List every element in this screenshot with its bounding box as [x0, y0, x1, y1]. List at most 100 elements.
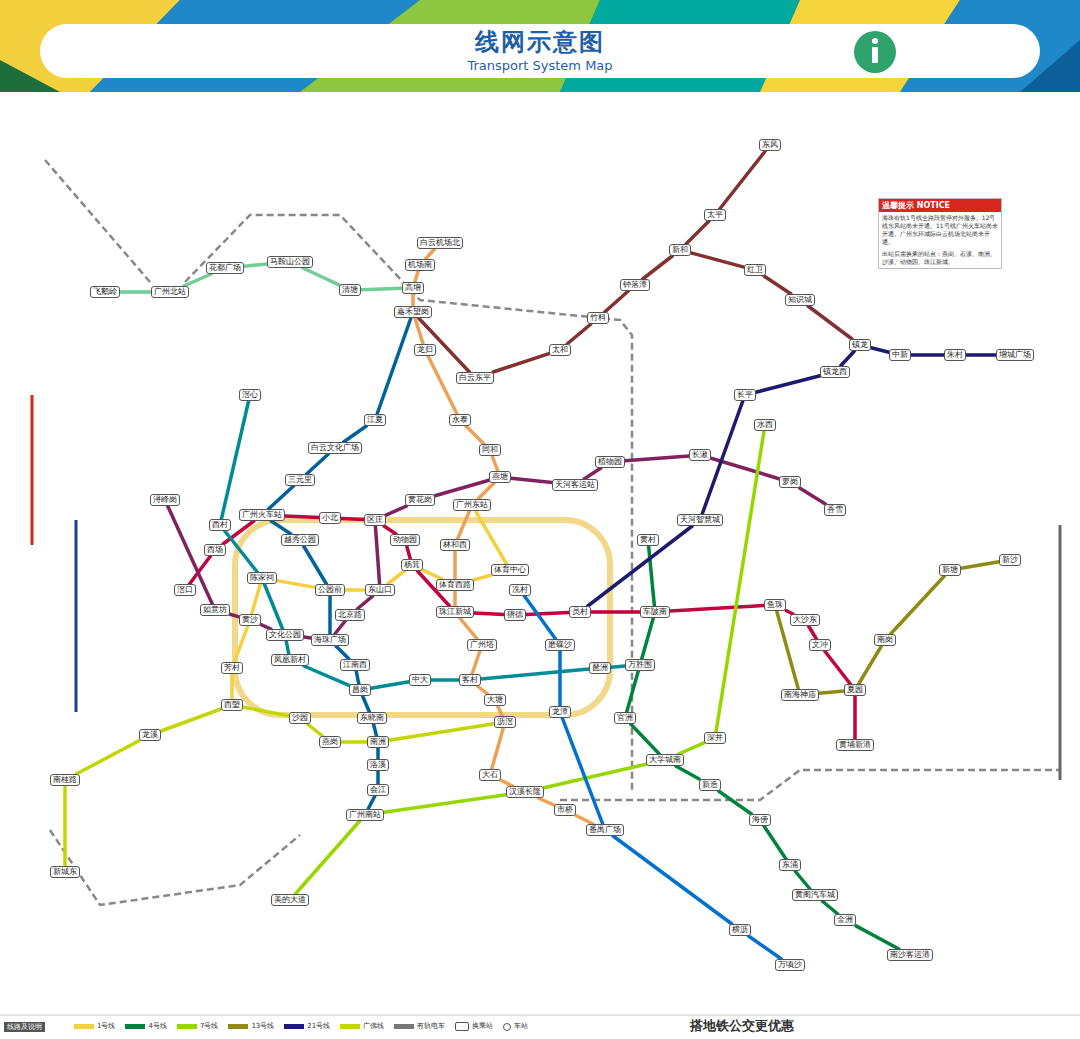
metro-line [341, 519, 364, 520]
station-name: 动物园 [393, 535, 417, 544]
station-label: 白云文化广场 [308, 442, 362, 454]
station-label: 中大 [409, 674, 431, 686]
station-name: 燕塘 [492, 472, 508, 481]
station-label: 南海神庙 [781, 689, 819, 701]
station-name: 龙归 [417, 345, 433, 354]
metro-line [809, 626, 817, 639]
metro-line [120, 290, 151, 294]
station-label: 官洲 [614, 712, 636, 724]
legend-text: 1号线 [97, 1022, 115, 1031]
station-name: 高增 [405, 283, 421, 292]
station-label: 广州北站 [151, 286, 189, 298]
metro-line [304, 635, 311, 639]
metro-line [341, 740, 367, 744]
station-name: 白云东平 [459, 373, 491, 382]
station-name: 珠江新城 [439, 607, 471, 616]
station-name: 黄花岗 [408, 495, 432, 504]
notice-text: 出站后需换乘的站点：燕岗、石溪、南洲、沙溪、动物园、珠江新城。 [879, 248, 1001, 268]
station-name: 机场南 [408, 260, 432, 269]
station-label: 冼村 [509, 584, 531, 596]
station-label: 体育中心 [491, 564, 529, 576]
metro-line [526, 613, 569, 615]
legend-text: 广佛线 [363, 1022, 384, 1031]
station-label: 马鞍山公园 [267, 256, 313, 268]
legend-item: 换乘站 [455, 1022, 493, 1031]
metro-line [859, 646, 882, 684]
station-name: 体育中心 [494, 565, 526, 574]
legend-item: 有轨电车 [394, 1022, 445, 1031]
station-label: 客村 [459, 674, 481, 686]
station-label: 大学城南 [646, 754, 684, 766]
station-name: 浔峰岗 [153, 495, 177, 504]
metro-line [800, 488, 826, 504]
station-name: 员村 [572, 607, 588, 616]
station-label: 万胜围 [625, 659, 655, 671]
suburban-line [1059, 525, 1062, 780]
station-name: 滘心 [242, 390, 258, 399]
legend-item: 13号线 [228, 1022, 274, 1031]
station-name: 飞鹅岭 [93, 287, 117, 296]
station-label: 萝岗 [779, 476, 801, 488]
station-name: 文冲 [812, 640, 828, 649]
station-label: 番禺广场 [586, 824, 624, 836]
station-label: 西场 [204, 544, 226, 556]
map-title: 线网示意图 [0, 28, 1080, 56]
station-name: 沥滘 [497, 717, 513, 726]
metro-line [756, 376, 820, 392]
metro-line [252, 584, 261, 614]
station-label: 新造 [699, 779, 721, 791]
station-name: 汉溪长隆 [509, 787, 541, 796]
station-label: 长湫 [689, 449, 711, 461]
station-label: 机场南 [405, 259, 435, 271]
metro-line [558, 651, 562, 706]
metro-line [458, 511, 470, 539]
station-name: 白云文化广场 [311, 443, 359, 452]
station-name: 万胜围 [628, 660, 652, 669]
station-name: 冼村 [512, 585, 528, 594]
metro-line [460, 618, 477, 639]
station-label: 西村 [209, 519, 231, 531]
metro-line [264, 584, 282, 629]
metro-line [407, 546, 411, 559]
station-label: 文冲 [809, 639, 831, 651]
station-label: 芳村 [221, 662, 243, 674]
station-name: 西场 [207, 545, 223, 554]
metro-line [538, 798, 554, 805]
legend-swatch [228, 1024, 248, 1029]
legend-text: 有轨电车 [417, 1022, 445, 1031]
metro-line [415, 271, 418, 282]
station-name: 南洲 [370, 737, 386, 746]
station-label: 滘心 [239, 389, 261, 401]
metro-line [476, 511, 507, 564]
station-name: 洛溪 [370, 760, 386, 769]
station-name: 水西 [757, 420, 773, 429]
station-label: 会江 [367, 784, 389, 796]
metro-line [795, 871, 810, 889]
station-name: 美的大道 [274, 895, 306, 904]
station-name: 黄阁汽车城 [795, 890, 835, 899]
station-name: 凤凰新村 [274, 655, 306, 664]
station-name: 小北 [322, 513, 338, 522]
metro-line [686, 221, 709, 244]
station-name: 杨箕 [404, 560, 420, 569]
station-name: 昌岗 [352, 685, 368, 694]
metro-line [625, 456, 689, 461]
station-label: 杨箕 [401, 559, 423, 571]
station-label: 新塘 [939, 564, 961, 576]
station-label: 林和西 [440, 539, 470, 551]
station-label: 黄埔新港 [836, 739, 874, 751]
station-name: 陈家祠 [250, 573, 274, 582]
station-label: 北京路 [335, 609, 365, 621]
station-name: 车陂南 [643, 607, 667, 616]
station-label: 长平 [734, 389, 756, 401]
metro-line [524, 596, 555, 639]
station-label: 万顷沙 [775, 959, 805, 971]
station-label: 清塘 [339, 284, 361, 296]
metro-line [277, 581, 315, 588]
metro-line [853, 696, 857, 739]
station-label: 广州火车站 [239, 509, 285, 521]
metro-line [386, 506, 407, 515]
station-name: 林和西 [443, 540, 467, 549]
